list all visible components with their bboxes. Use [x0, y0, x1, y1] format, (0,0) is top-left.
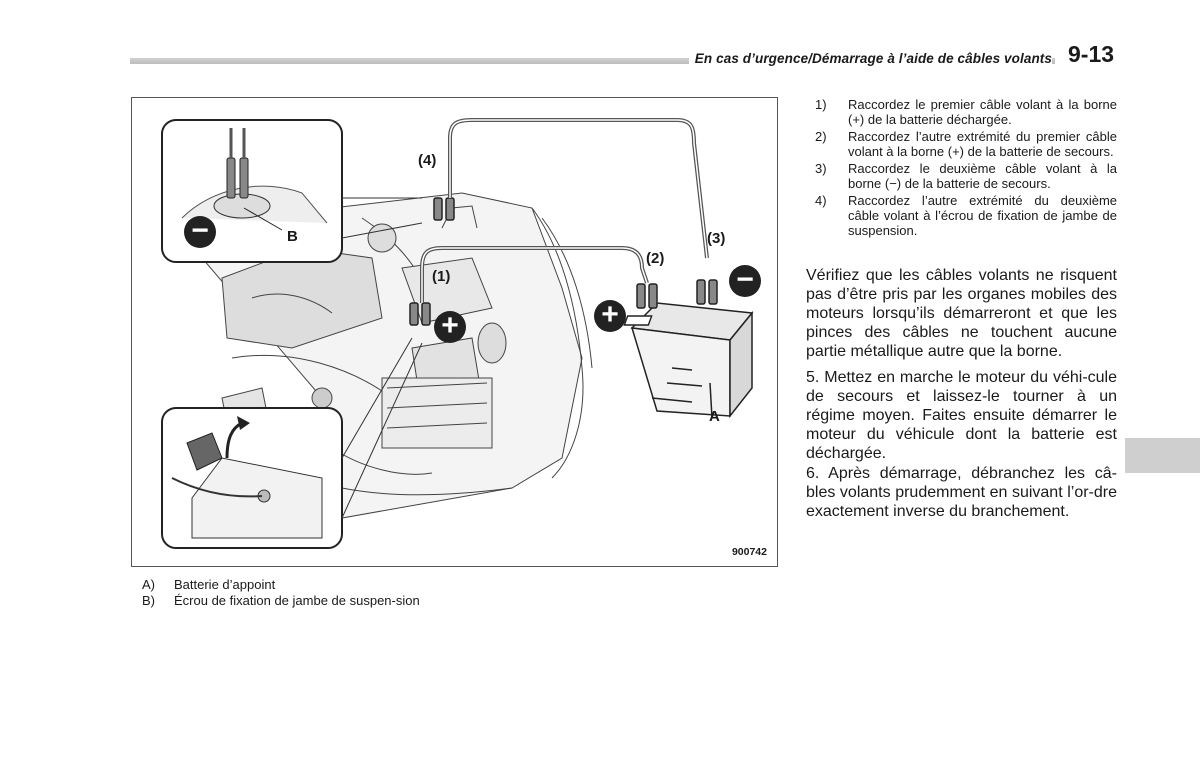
plus-sign-icon: +: [594, 300, 626, 332]
step-text: Raccordez l’autre extrémité du premier c…: [848, 129, 1117, 159]
step-text: Raccordez le deuxième câble volant à la …: [848, 161, 1117, 191]
caption-key: B): [142, 593, 155, 608]
strut-nut-clamps: [433, 197, 455, 221]
step-key: 2): [815, 129, 827, 144]
caption-item: A) Batterie d’appoint: [142, 577, 442, 593]
label-a: A: [709, 408, 720, 425]
caption-key: A): [142, 577, 155, 592]
caption-text: Batterie d’appoint: [174, 577, 276, 592]
label-step-2: (2): [646, 250, 665, 267]
figure-captions: A) Batterie d’appoint B) Écrou de fixati…: [142, 577, 442, 609]
step-item: 1) Raccordez le premier câble volant à l…: [815, 97, 1117, 127]
minus-sign-icon: −: [729, 265, 761, 297]
label-b: B: [287, 228, 298, 245]
step-key: 1): [815, 97, 827, 112]
engine-bay-drawing: [161, 118, 754, 549]
step-5-paragraph: 5. Mettez en marche le moteur du véhi-cu…: [806, 369, 1117, 462]
step-item: 4) Raccordez l’autre extrémité du deuxiè…: [815, 193, 1117, 238]
booster-battery: [623, 279, 754, 419]
step-text: Raccordez le premier câble volant à la b…: [848, 97, 1117, 127]
figure-code: 900742: [731, 546, 767, 558]
plus-sign-icon: +: [434, 311, 466, 343]
label-step-4: (4): [418, 152, 437, 169]
connection-steps: 1) Raccordez le premier câble volant à l…: [815, 97, 1117, 240]
minus-sign-icon: −: [184, 216, 216, 248]
discharged-battery-terminal: [409, 302, 431, 326]
label-step-3: (3): [707, 230, 726, 247]
step-6-paragraph: 6. Après démarrage, débranchez les câ-bl…: [806, 465, 1117, 520]
header-rule: [130, 58, 1055, 64]
label-step-1: (1): [432, 268, 451, 285]
caption-text: Écrou de fixation de jambe de suspen-sio…: [174, 593, 420, 608]
jump-start-illustration: − B (4) (1) (2) (3) A + + − 900742: [131, 97, 778, 567]
step-item: 3) Raccordez le deuxième câble volant à …: [815, 161, 1117, 191]
step-item: 2) Raccordez l’autre extrémité du premie…: [815, 129, 1117, 159]
section-title: En cas d’urgence/Démarrage à l’aide de c…: [688, 51, 1052, 66]
step-text: Raccordez l’autre extrémité du deuxième …: [848, 193, 1117, 238]
warning-paragraph: Vérifiez que les câbles volants ne risqu…: [806, 267, 1117, 360]
page-number: 9-13: [1068, 41, 1115, 67]
inset-terminal-cover: [161, 337, 423, 549]
step-key: 3): [815, 161, 827, 176]
caption-item: B) Écrou de fixation de jambe de suspen-…: [142, 593, 442, 609]
chapter-tab: [1125, 438, 1200, 473]
step-key: 4): [815, 193, 827, 208]
